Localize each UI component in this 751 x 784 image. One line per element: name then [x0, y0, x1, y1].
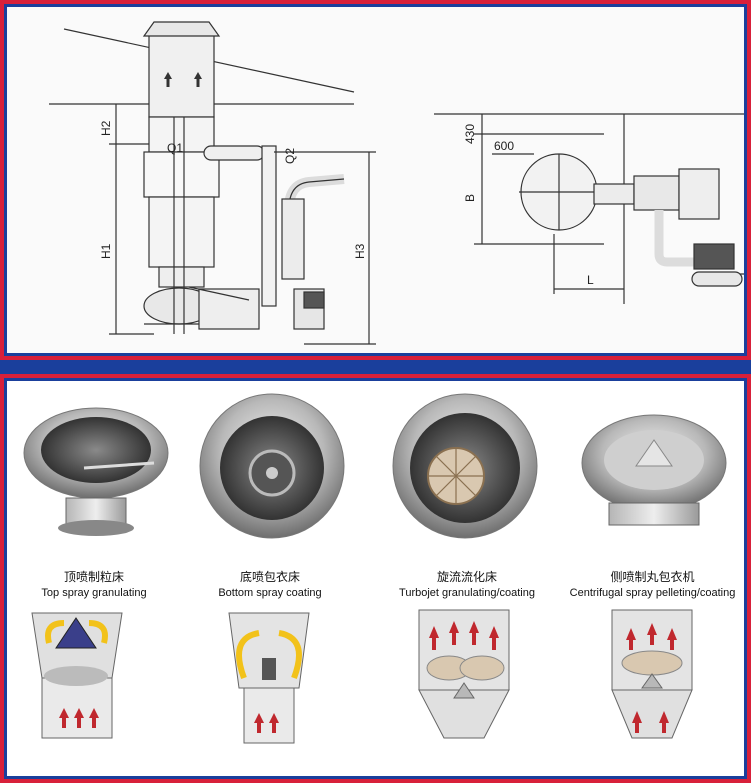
methods-illustrations: [23, 393, 727, 744]
dim-h3: H3: [353, 243, 367, 259]
bottom-spray-schematic: [228, 612, 310, 744]
dim-600: 600: [494, 139, 514, 153]
method-turbojet: 旋流流化床 Turbojet granulating/coating: [377, 568, 557, 599]
method-zh: 侧喷制丸包衣机: [610, 570, 695, 584]
turbojet-schematic: [418, 609, 510, 739]
method-bottom-spray: 底喷包衣床 Bottom spray coating: [185, 568, 355, 599]
dim-h1: H1: [99, 243, 113, 259]
technical-drawing-panel: H2 H1 H3 Q1 Q2 430 600 B L: [0, 0, 751, 374]
method-en: Top spray granulating: [41, 587, 147, 599]
method-en: Centrifugal spray pelleting/coating: [569, 587, 736, 599]
centrifugal-photo: [581, 414, 727, 526]
dim-q2: Q2: [283, 148, 297, 164]
up-arrow-icon: [164, 72, 202, 87]
method-en: Turbojet granulating/coating: [399, 587, 535, 599]
method-en: Bottom spray coating: [218, 587, 322, 599]
dim-l: L: [587, 273, 594, 287]
top-spray-schematic: [31, 612, 123, 739]
dim-430: 430: [463, 124, 477, 144]
method-zh: 底喷包衣床: [239, 570, 300, 584]
dim-h2: H2: [99, 120, 113, 136]
method-top-spray: 顶喷制粒床 Top spray granulating: [9, 568, 179, 599]
turbojet-photo: [392, 393, 538, 539]
dim-b: B: [463, 194, 477, 202]
method-zh: 旋流流化床: [436, 570, 497, 584]
bottom-spray-photo: [199, 393, 345, 539]
method-centrifugal: 侧喷制丸包衣机 Centrifugal spray pelleting/coat…: [560, 568, 745, 599]
top-spray-photo: [23, 407, 169, 536]
methods-panel: 顶喷制粒床 Top spray granulating 底喷包衣床 Bottom…: [0, 374, 751, 783]
technical-drawing: H2 H1 H3 Q1 Q2 430 600 B L: [49, 21, 747, 345]
method-zh: 顶喷制粒床: [63, 570, 124, 584]
centrifugal-schematic: [611, 609, 693, 739]
dim-q1: Q1: [167, 141, 183, 155]
